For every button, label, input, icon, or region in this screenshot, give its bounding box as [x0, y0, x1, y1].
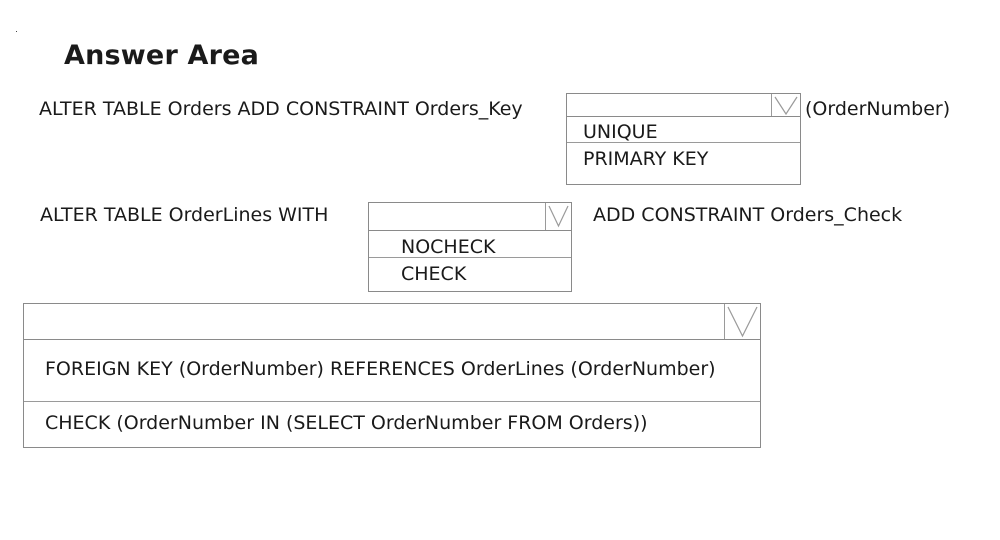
dropdown-constraint-definition-selected[interactable] [24, 304, 760, 340]
dropdown-check-option[interactable]: NOCHECK CHECK [368, 202, 572, 292]
chevron-down-icon[interactable] [724, 304, 760, 339]
statement2-suffix: ADD CONSTRAINT Orders_Check [593, 204, 903, 226]
statement1-suffix: (OrderNumber) [805, 98, 951, 120]
statement2-prefix: ALTER TABLE OrderLines WITH [40, 204, 329, 226]
chevron-down-icon[interactable] [545, 203, 571, 230]
chevron-down-icon[interactable] [771, 94, 800, 116]
dropdown-constraint-type[interactable]: UNIQUE PRIMARY KEY [566, 93, 801, 185]
option-check-constraint[interactable]: CHECK (OrderNumber IN (SELECT OrderNumbe… [45, 412, 648, 434]
answer-area-title: Answer Area [64, 40, 260, 71]
option-unique[interactable]: UNIQUE [567, 117, 800, 143]
dropdown-constraint-type-selected[interactable] [567, 94, 800, 117]
option-nocheck[interactable]: NOCHECK [369, 231, 571, 258]
option-foreign-key[interactable]: FOREIGN KEY (OrderNumber) REFERENCES Ord… [24, 340, 760, 402]
dropdown-constraint-definition[interactable]: FOREIGN KEY (OrderNumber) REFERENCES Ord… [23, 303, 761, 448]
statement1-prefix: ALTER TABLE Orders ADD CONSTRAINT Orders… [39, 98, 523, 120]
option-check[interactable]: CHECK [401, 263, 467, 285]
stray-dot [16, 31, 17, 32]
dropdown-check-option-selected[interactable] [369, 203, 571, 231]
option-primary-key[interactable]: PRIMARY KEY [583, 148, 709, 170]
